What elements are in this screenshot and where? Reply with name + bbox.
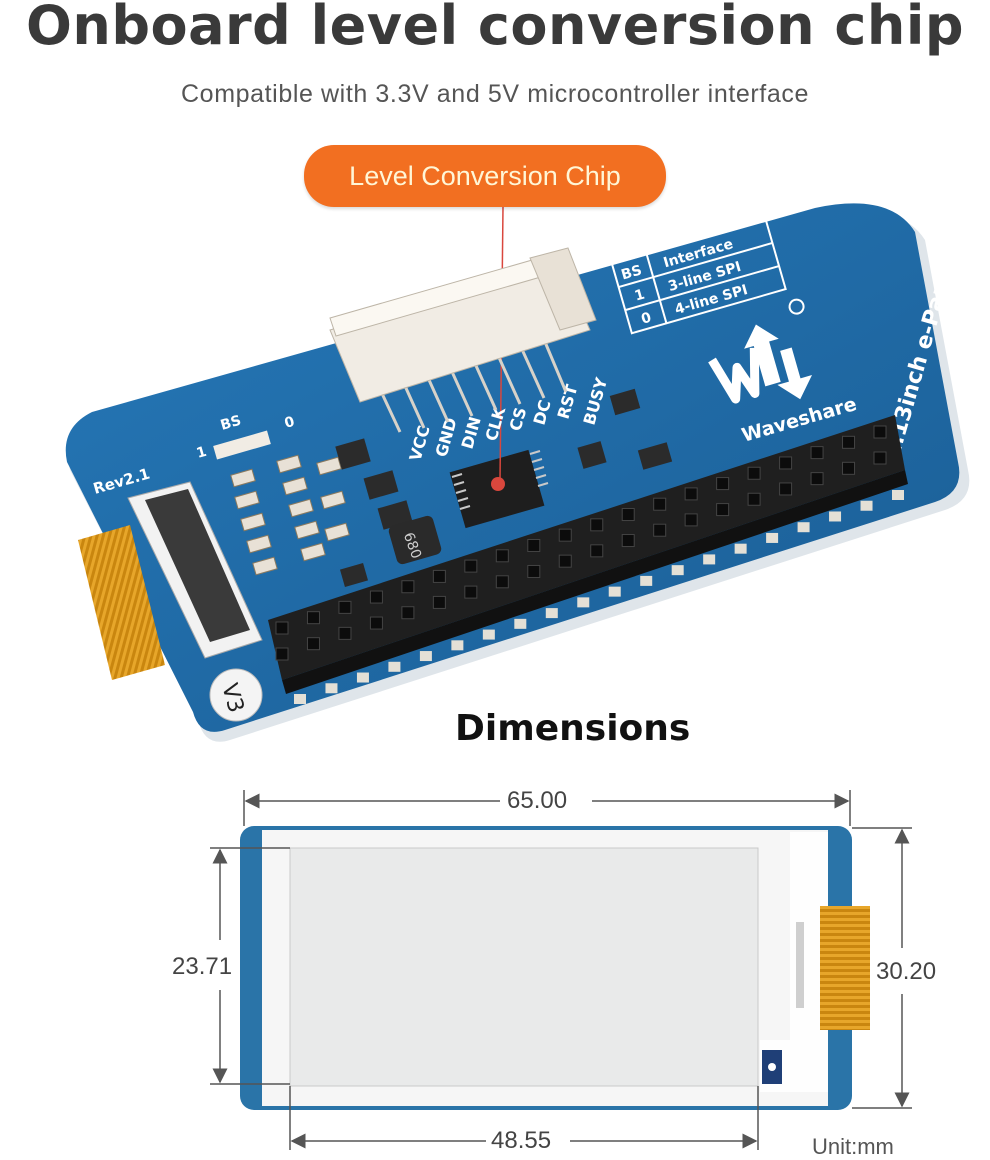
header-pin-hole <box>779 482 793 496</box>
header-pin <box>482 629 495 640</box>
interface-table-header-bs: BS <box>619 262 643 283</box>
version-badge: V3 <box>209 668 263 722</box>
header-pin-hole <box>338 600 352 614</box>
header-pin-hole <box>810 472 824 486</box>
header-pin-hole <box>779 456 793 470</box>
header-pin-hole <box>401 580 415 594</box>
header-pin-hole <box>747 492 761 506</box>
bs-right-value: 0 <box>283 414 297 432</box>
module-fpc-tail <box>820 906 870 1030</box>
header-pin-hole <box>842 461 856 475</box>
header-pin-hole <box>621 508 635 522</box>
header-pin <box>703 554 716 565</box>
subheadline: Compatible with 3.3V and 5V microcontrol… <box>181 80 809 108</box>
level-conversion-callout: Level Conversion Chip <box>304 145 666 207</box>
epaper-active-area <box>289 847 759 1087</box>
header-pin-hole <box>432 595 446 609</box>
header-pin-hole <box>432 569 446 583</box>
module-corner-pad <box>762 1050 782 1084</box>
header-pin-hole <box>873 451 887 465</box>
header-pin <box>797 522 810 533</box>
header-pin-hole <box>527 564 541 578</box>
inductor: 680 <box>388 515 442 565</box>
header-pin-hole <box>369 590 383 604</box>
dark-components <box>335 388 673 587</box>
header-pin <box>325 683 338 694</box>
header-pin-hole <box>873 425 887 439</box>
header-pin <box>419 651 432 662</box>
header-pin-hole <box>621 534 635 548</box>
dimension-width-total: 65.00 <box>503 787 572 815</box>
header-pin-hole <box>401 606 415 620</box>
header-pin-hole <box>842 435 856 449</box>
header-pins <box>294 490 904 704</box>
header-pin-hole <box>716 503 730 517</box>
dimension-width-display: 48.55 <box>487 1127 556 1155</box>
header-pin <box>294 694 306 704</box>
header-pin <box>892 490 904 500</box>
header-pin-hole <box>716 477 730 491</box>
header-pin-hole <box>495 549 509 563</box>
fpc-connector <box>127 481 263 659</box>
header-pin <box>514 618 527 629</box>
interface-table-row2-bs: 0 <box>639 310 653 328</box>
header-pin-hole <box>527 538 541 552</box>
header-pin-hole <box>653 523 667 537</box>
headline: Onboard level conversion chip <box>25 0 964 57</box>
pin-header-2x20 <box>268 415 908 694</box>
epaper-module <box>240 826 870 1110</box>
unit-label: Unit:mm <box>812 1134 894 1159</box>
header-pin-hole <box>338 626 352 640</box>
smd-components <box>230 454 350 576</box>
bs-switch <box>213 430 271 460</box>
header-pin <box>356 672 369 683</box>
header-pin <box>608 586 621 597</box>
8-pin-connector <box>329 247 597 403</box>
board-illustration: 680 VCC GND DIN CLK CS DC RST BUSY <box>65 203 970 742</box>
header-pin-hole <box>369 616 383 630</box>
header-pin-hole <box>590 518 604 532</box>
header-pin-hole <box>275 621 289 635</box>
header-pin-hole <box>558 528 572 542</box>
interface-table-row1-bs: 1 <box>633 287 647 305</box>
header-pin-hole <box>590 544 604 558</box>
header-pin <box>388 661 401 672</box>
dimension-height-total: 30.20 <box>872 958 941 986</box>
header-pin <box>451 640 464 651</box>
header-pin-hole <box>306 611 320 625</box>
header-pin-hole <box>495 575 509 589</box>
header-pin-hole <box>684 487 698 501</box>
header-pin-hole <box>306 637 320 651</box>
header-pin-hole <box>747 466 761 480</box>
dimensions-title: Dimensions <box>455 708 691 749</box>
header-pin <box>545 608 558 619</box>
header-pin <box>860 500 873 511</box>
header-pin-hole <box>464 585 478 599</box>
header-pin-hole <box>684 513 698 527</box>
header-pin-hole <box>464 559 478 573</box>
header-pin <box>577 597 590 608</box>
bs-left-value: 1 <box>195 444 209 462</box>
header-pin <box>640 575 653 586</box>
header-pin <box>734 543 747 554</box>
dimension-height-display: 23.71 <box>168 953 237 981</box>
header-pin-hole <box>653 497 667 511</box>
fpc-cable <box>78 525 165 680</box>
header-pin <box>766 532 779 543</box>
header-pin <box>671 565 684 576</box>
header-pin <box>829 511 842 522</box>
waveshare-logo <box>708 298 813 404</box>
header-pin-hole <box>810 446 824 460</box>
bs-label: BS <box>219 413 243 434</box>
level-conversion-chip-ic <box>449 449 549 529</box>
chip-marker-dot <box>491 477 505 491</box>
header-pin-hole <box>275 647 289 661</box>
header-pin-hole <box>558 554 572 568</box>
